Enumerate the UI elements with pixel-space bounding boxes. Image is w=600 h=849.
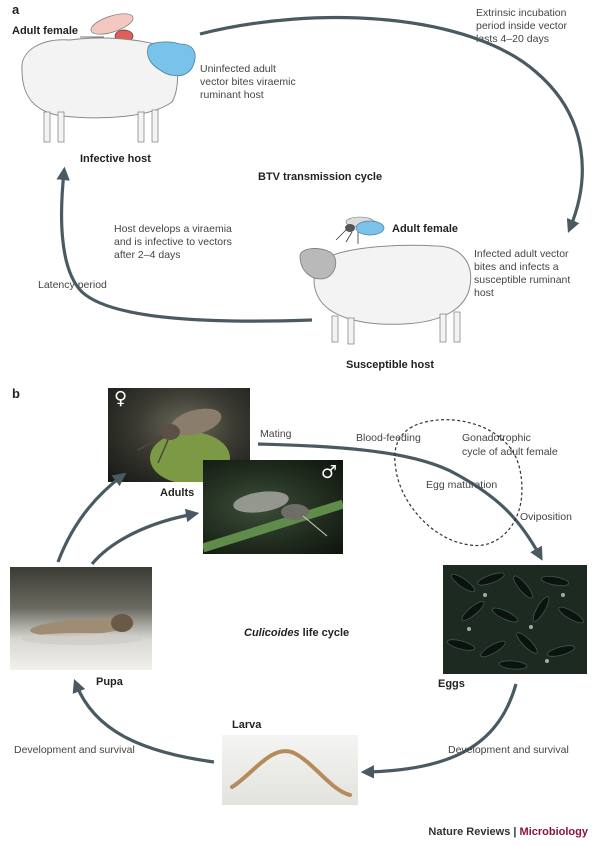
eggs-image	[447, 572, 584, 670]
susceptible-host-sheep-icon	[299, 244, 472, 345]
egg-maturation-label: Egg maturation	[426, 479, 497, 491]
journal-name: Nature Reviews	[428, 826, 511, 838]
infective-host-label: Infective host	[80, 153, 151, 165]
latency-arrow	[56, 166, 313, 323]
viraemia-text: Host develops a viraemia and is infectiv…	[114, 223, 235, 261]
panel-b-letter: b	[12, 386, 20, 401]
adults-label: Adults	[160, 487, 194, 499]
eggs-to-larva-arrow	[360, 683, 518, 779]
gonotrophic-label: Gonadotrophic cycle of adult female	[462, 432, 558, 458]
larva-label: Larva	[232, 719, 262, 731]
pupa-image	[22, 614, 142, 645]
incubation-arrow	[199, 15, 584, 233]
eggs-photo	[443, 565, 587, 674]
journal-credit: Nature Reviews | Microbiology	[428, 826, 588, 838]
incubation-text: Extrinsic incubation period inside vecto…	[476, 7, 570, 45]
btv-cycle-title: BTV transmission cycle	[258, 171, 382, 183]
larva-image	[230, 749, 352, 797]
latency-text: Latency period	[38, 279, 107, 291]
larva-photo	[222, 735, 358, 805]
oviposition-arrow	[257, 442, 543, 561]
culicoides-cycle-title: Culicoides life cycle	[244, 627, 349, 639]
female-symbol: ♀	[114, 388, 128, 409]
susceptible-host-label: Susceptible host	[346, 359, 434, 371]
adult-female-mid-label: Adult female	[392, 223, 458, 235]
pupa-label: Pupa	[96, 676, 124, 688]
oviposition-label: Oviposition	[520, 511, 572, 523]
mating-label: Mating	[260, 428, 292, 440]
infect-text: Infected adult vector bites and infects …	[474, 248, 573, 299]
larva-to-pupa-arrow	[72, 678, 215, 764]
eggs-label: Eggs	[438, 678, 465, 690]
male-midge-image	[203, 491, 343, 553]
journal-section: Microbiology	[519, 826, 588, 838]
panel-a-letter: a	[12, 2, 20, 17]
credit-separator: |	[510, 826, 520, 838]
infective-host-sheep-icon	[21, 37, 196, 143]
blood-feeding-label: Blood-feeding	[356, 432, 421, 444]
pupa-to-male-arrow	[90, 508, 200, 566]
bite-text: Uninfected adult vector bites viraemic r…	[200, 63, 299, 101]
adult-male-photo: ♂	[203, 460, 343, 554]
gonotrophic-cycle-loop	[394, 419, 523, 547]
adult-female-top-label: Adult female	[12, 25, 78, 37]
pupa-to-female-arrow	[56, 472, 127, 563]
dev-survival-left-label: Development and survival	[14, 744, 135, 756]
adult-female-vector-icon-mid	[335, 216, 385, 244]
male-symbol: ♂	[320, 462, 337, 483]
dev-survival-right-label: Development and survival	[448, 744, 569, 756]
pupa-photo	[10, 567, 152, 670]
